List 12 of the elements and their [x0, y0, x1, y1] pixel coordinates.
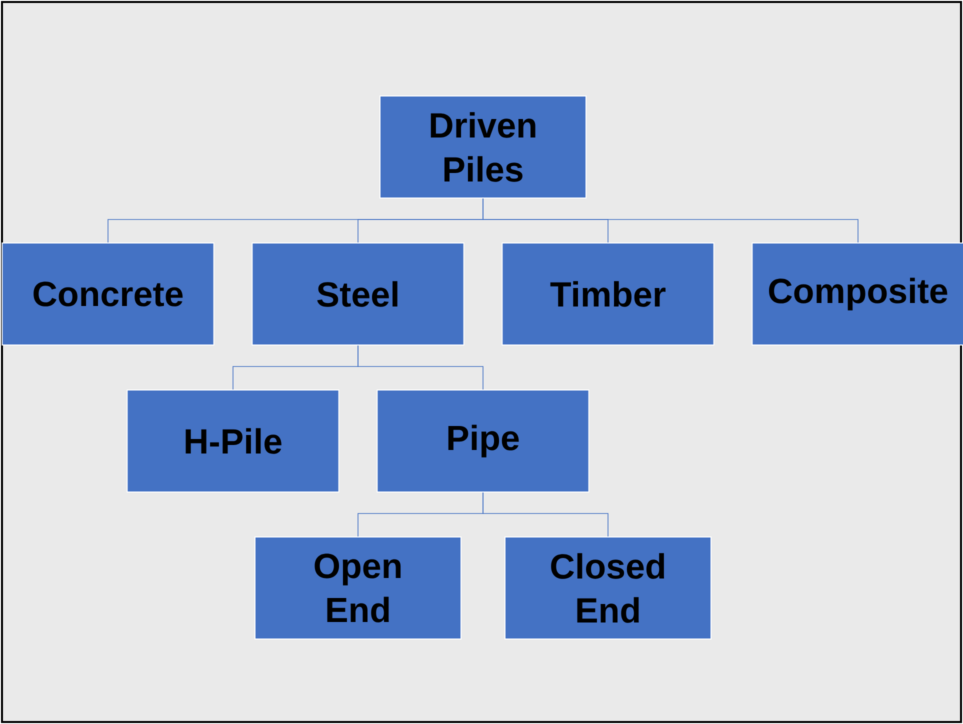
- category-box: Closed End: [504, 536, 712, 640]
- category-box: Composite: [752, 242, 963, 346]
- category-box: Driven Piles: [380, 96, 586, 198]
- connector-line: [482, 492, 608, 537]
- category-box: H-Pile: [126, 390, 340, 492]
- category-box: Open End: [254, 536, 462, 640]
- category-box: Timber: [502, 242, 714, 346]
- connector-line: [482, 198, 858, 243]
- category-box: Steel: [252, 242, 464, 346]
- connector-line: [358, 345, 484, 390]
- category-box: Pipe: [376, 390, 590, 492]
- category-box: Concrete: [2, 242, 214, 346]
